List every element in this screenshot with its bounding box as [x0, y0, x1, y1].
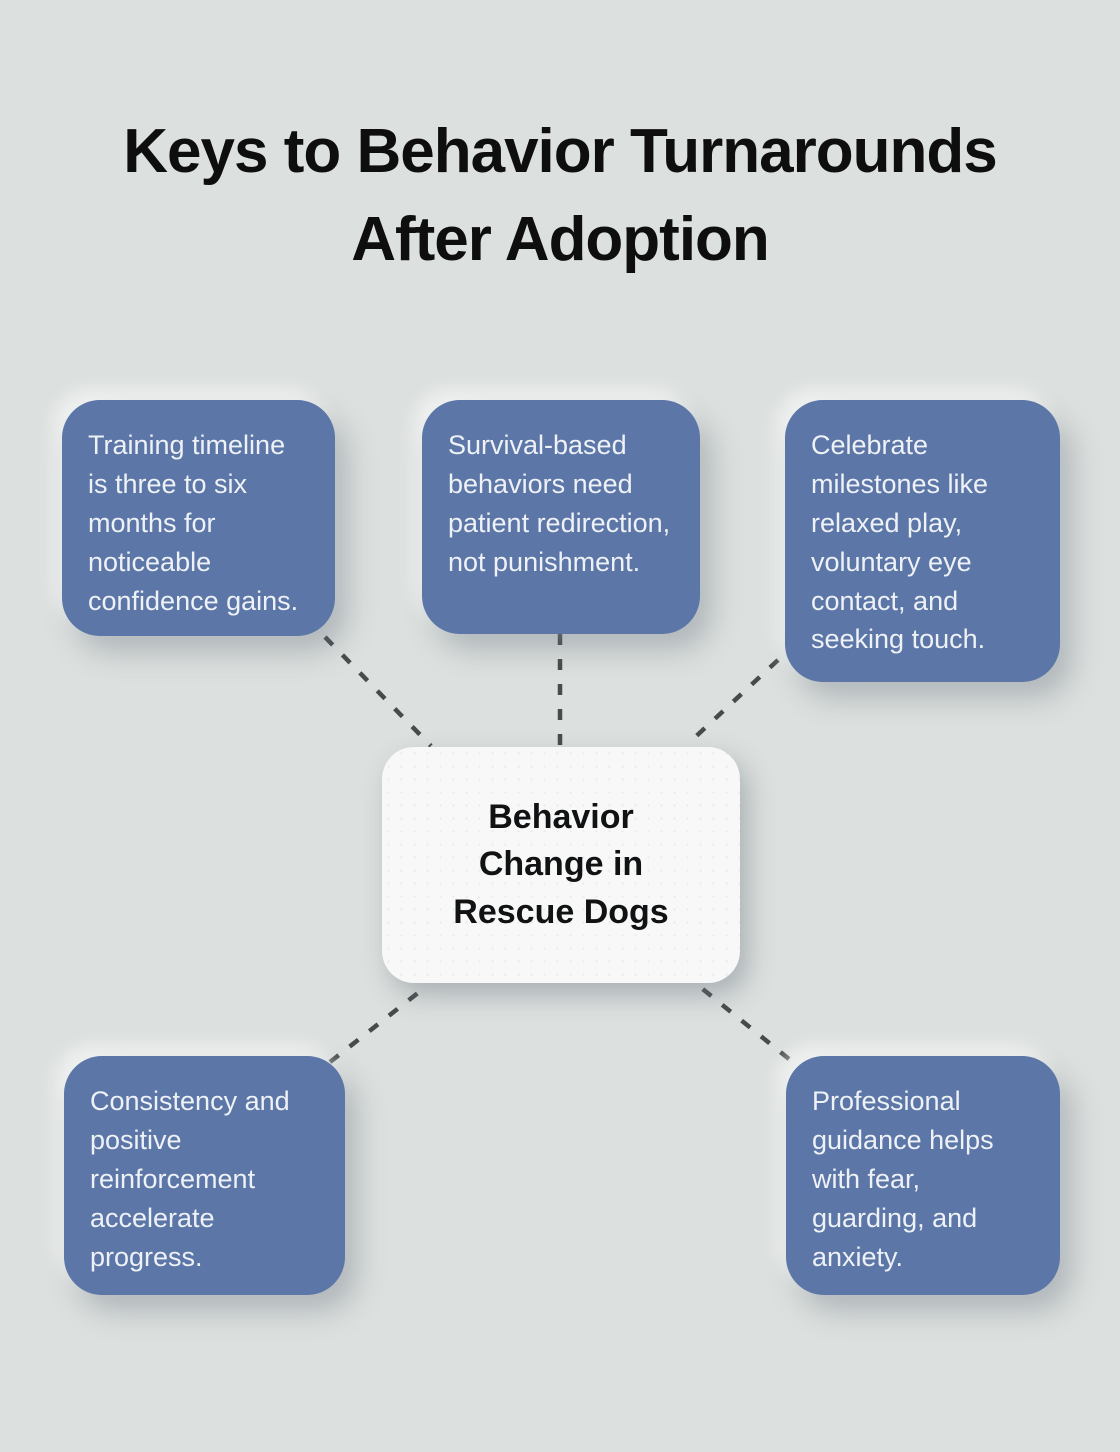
node-top-middle-text: Survival-based behaviors need patient re… — [448, 430, 671, 577]
node-top-left: Training timeline is three to six months… — [62, 400, 335, 636]
node-bottom-left: Consistency and positive reinforcement a… — [64, 1056, 345, 1295]
node-top-left-text: Training timeline is three to six months… — [88, 430, 299, 616]
connector-top-left — [323, 635, 433, 748]
center-node-label: Behavior Change in Rescue Dogs — [453, 797, 669, 931]
connector-bottom-left — [328, 983, 430, 1064]
page-title-text: Keys to Behavior Turnarounds After Adopt… — [123, 117, 997, 275]
node-top-right-text: Celebrate milestones like relaxed play, … — [811, 430, 989, 655]
connector-top-right — [689, 658, 780, 743]
page-title: Keys to Behavior Turnarounds After Adopt… — [0, 108, 1120, 284]
center-node: Behavior Change in Rescue Dogs — [382, 747, 740, 983]
node-bottom-left-text: Consistency and positive reinforcement a… — [90, 1086, 290, 1272]
node-bottom-right: Professional guidance helps with fear, g… — [786, 1056, 1060, 1295]
node-bottom-right-text: Professional guidance helps with fear, g… — [812, 1086, 994, 1272]
node-top-middle: Survival-based behaviors need patient re… — [422, 400, 700, 634]
node-top-right: Celebrate milestones like relaxed play, … — [785, 400, 1060, 682]
connector-bottom-right — [697, 984, 791, 1061]
